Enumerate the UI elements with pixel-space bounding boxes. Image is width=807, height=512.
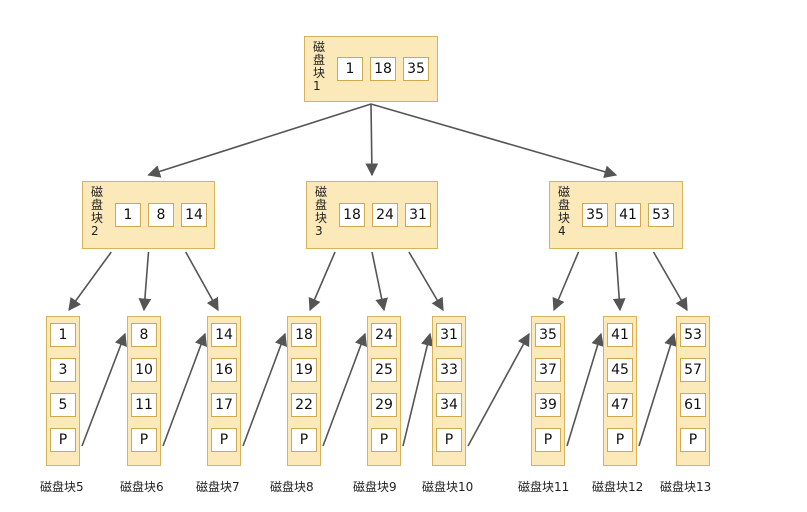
key-cell: 39 [535, 393, 561, 417]
disk-block-n1: 磁 盘 块 1 1 18 35 [304, 36, 438, 102]
key-cell: 41 [607, 323, 633, 347]
key-cell: 24 [371, 323, 397, 347]
key-cell: 29 [371, 393, 397, 417]
key-cell: 22 [291, 393, 317, 417]
key-cell: 53 [680, 323, 706, 347]
child-arrow-n4-l11 [552, 251, 580, 312]
key-cell: 33 [436, 358, 462, 382]
pointer-cell: P [436, 428, 462, 452]
child-arrow-n2-l6 [138, 251, 152, 312]
child-arrow-n3-l8 [308, 251, 336, 312]
child-arrow-n1-n2 [147, 103, 372, 178]
leaf-block-label: 磁盘块8 [270, 480, 314, 494]
key-cell: 14 [181, 203, 207, 227]
pointer-cell: P [50, 428, 76, 452]
disk-block-label: 磁 盘 块 3 [315, 185, 328, 238]
key-cell: 18 [291, 323, 317, 347]
disk-block-n4: 磁 盘 块 4 35 41 53 [549, 181, 683, 249]
key-cell: 35 [535, 323, 561, 347]
key-cell: 18 [370, 57, 396, 81]
pointer-cell: P [680, 428, 706, 452]
child-arrow-n3-l10 [408, 251, 444, 312]
leaf-block-label: 磁盘块7 [196, 480, 240, 494]
key-cell: 1 [115, 203, 141, 227]
key-cell: 35 [582, 203, 608, 227]
sibling-arrow-l6-l7 [162, 332, 207, 447]
child-arrow-n4-l12 [612, 251, 626, 312]
disk-block-label: 磁 盘 块 1 [313, 40, 326, 93]
disk-block-label: 磁 盘 块 2 [91, 185, 104, 238]
key-cell: 19 [291, 358, 317, 382]
leaf-block-label: 磁盘块5 [40, 480, 84, 494]
key-cell: 35 [403, 57, 429, 81]
disk-block-n3: 磁 盘 块 3 18 24 31 [306, 181, 438, 249]
leaf-block-label: 磁盘块9 [353, 480, 397, 494]
key-cell: 31 [436, 323, 462, 347]
sibling-arrow-l8-l9 [322, 332, 367, 447]
key-cell: 11 [131, 393, 157, 417]
key-cell: 61 [680, 393, 706, 417]
key-cell: 1 [50, 323, 76, 347]
key-cell: 8 [131, 323, 157, 347]
child-arrow-n4-l13 [652, 251, 688, 312]
pointer-cell: P [371, 428, 397, 452]
pointer-cell: P [291, 428, 317, 452]
leaf-block-label: 磁盘块10 [422, 480, 474, 494]
key-cell: 47 [607, 393, 633, 417]
pointer-cell: P [535, 428, 561, 452]
sibling-arrow-l12-l13 [638, 332, 677, 447]
sibling-arrow-l11-l12 [566, 332, 604, 447]
key-cell: 16 [211, 358, 237, 382]
leaf-block-label: 磁盘块12 [592, 480, 644, 494]
pointer-cell: P [607, 428, 633, 452]
key-cell: 3 [50, 358, 76, 382]
child-arrow-n2-l5 [68, 251, 112, 312]
sibling-arrow-l7-l8 [242, 332, 287, 447]
key-cell: 41 [615, 203, 641, 227]
sibling-arrow-l9-l10 [402, 332, 434, 447]
key-cell: 53 [648, 203, 674, 227]
key-cell: 10 [131, 358, 157, 382]
child-arrow-n1-n3 [365, 103, 379, 177]
child-arrow-n2-l7 [185, 251, 219, 312]
key-cell: 5 [50, 393, 76, 417]
key-cell: 37 [535, 358, 561, 382]
key-cell: 1 [337, 57, 363, 81]
sibling-arrow-l10-l11 [467, 332, 530, 447]
pointer-cell: P [131, 428, 157, 452]
key-cell: 31 [405, 203, 431, 227]
leaf-block-label: 磁盘块11 [518, 480, 570, 494]
key-cell: 45 [607, 358, 633, 382]
key-cell: 24 [372, 203, 398, 227]
key-cell: 18 [339, 203, 365, 227]
leaf-block-label: 磁盘块6 [120, 480, 164, 494]
pointer-cell: P [211, 428, 237, 452]
key-cell: 57 [680, 358, 706, 382]
key-cell: 14 [211, 323, 237, 347]
leaf-block-label: 磁盘块13 [660, 480, 712, 494]
child-arrow-n1-n4 [370, 103, 618, 178]
disk-block-label: 磁 盘 块 4 [558, 185, 571, 238]
key-cell: 8 [148, 203, 174, 227]
key-cell: 34 [436, 393, 462, 417]
key-cell: 17 [211, 393, 237, 417]
key-cell: 25 [371, 358, 397, 382]
child-arrow-n3-l9 [371, 251, 388, 312]
sibling-arrow-l5-l6 [81, 332, 127, 447]
